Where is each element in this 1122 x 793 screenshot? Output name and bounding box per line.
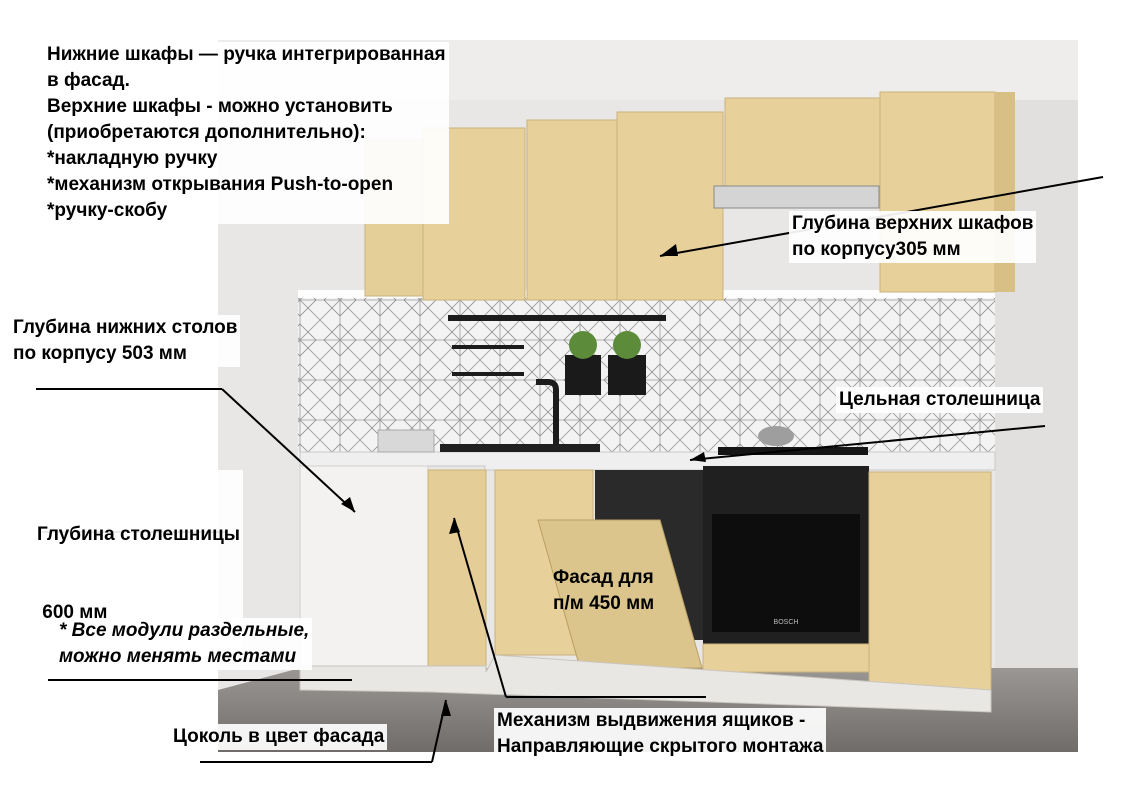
annotation-line: Механизм выдвижения ящиков - xyxy=(497,710,806,731)
annotation-line: *накладную ручку xyxy=(47,148,218,169)
annotation-line: Верхние шкафы - можно установить xyxy=(47,96,393,117)
annotation-line: по корпусу305 мм xyxy=(792,239,961,260)
annotation-line: 600 мм xyxy=(37,602,108,623)
backsplash-back xyxy=(433,296,995,456)
lower-cabinet-1 xyxy=(427,469,487,671)
sink xyxy=(440,444,600,452)
range-hood xyxy=(713,185,880,209)
oven-base xyxy=(702,643,870,673)
annotation-line: п/м 450 мм xyxy=(553,593,655,614)
arrowheads xyxy=(341,244,706,716)
annotation-upper-depth: Глубина верхних шкафов по корпусу305 мм xyxy=(789,211,1037,263)
annotation-line: Глубина верхних шкафов xyxy=(792,213,1034,234)
oven-window xyxy=(712,514,860,632)
annotation-line: Цельная столешница xyxy=(839,389,1041,410)
end-cabinet-white xyxy=(299,465,429,667)
dish-rack xyxy=(377,429,435,453)
annotation-line: *механизм открывания Push-to-open xyxy=(47,174,394,195)
annotation-line: Глубина столешницы xyxy=(37,524,240,545)
annotation-line: *ручку-скобу xyxy=(47,200,168,221)
annotation-lower-depth: Глубина нижних столов по корпусу 503 мм xyxy=(10,315,241,367)
oven-brand: BOSCH xyxy=(774,619,799,626)
annotation-drawers: Механизм выдвижения ящиков - Направляющи… xyxy=(494,708,827,760)
annotation-plinth: Цоколь в цвет фасада xyxy=(170,724,388,750)
dishwasher-facade xyxy=(537,519,703,669)
annotation-modules-note: * Все модули раздельные, можно менять ме… xyxy=(56,618,313,670)
lower-cabinet-right xyxy=(868,471,992,691)
annotation-line: можно менять местами xyxy=(59,646,297,667)
annotation-line: * Все модули раздельные, xyxy=(59,620,310,641)
annotation-line: (приобретаются дополнительно): xyxy=(47,122,366,143)
annotation-line: Цоколь в цвет фасада xyxy=(173,726,385,747)
annotation-worktop-solid: Цельная столешница xyxy=(836,387,1044,413)
pot xyxy=(758,426,794,446)
annotation-line: по корпусу 503 мм xyxy=(13,343,187,364)
annotation-line: Фасад для xyxy=(553,567,654,588)
annotation-line: Нижние шкафы — ручка интегрированная xyxy=(47,44,446,65)
annotation-line: Глубина нижних столов xyxy=(13,317,238,338)
faucet xyxy=(536,379,559,450)
annotation-line: в фасад. xyxy=(47,70,130,91)
plinth xyxy=(299,654,992,713)
wall-rail xyxy=(448,315,666,395)
annotation-dishwasher-facade: Фасад для п/м 450 мм xyxy=(550,565,657,617)
annotation-handles: Нижние шкафы — ручка интегрированная в ф… xyxy=(44,42,449,224)
annotation-line: Направляющие скрытого монтажа xyxy=(497,736,824,757)
